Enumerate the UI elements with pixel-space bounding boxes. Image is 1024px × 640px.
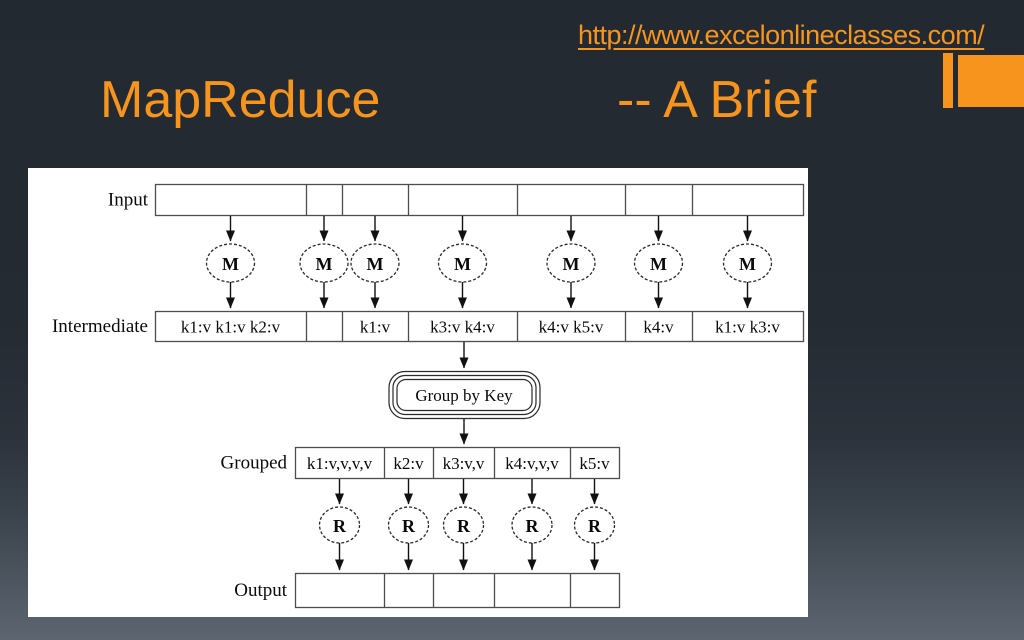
output-row-label: Output xyxy=(234,580,288,601)
mapper-node-label: M xyxy=(454,254,471,274)
page-subtitle: -- A Brief xyxy=(617,71,817,129)
group-by-key-box xyxy=(396,378,533,412)
mapper-node-icon xyxy=(437,243,488,283)
mapper-node-icon xyxy=(546,243,596,283)
website-link[interactable]: http://www.excelonlineclasses.com/ xyxy=(578,20,985,50)
mapper-node-icon xyxy=(350,243,400,283)
grouped-cell-value: k5:v xyxy=(579,454,610,473)
reducer-node-label: R xyxy=(588,516,602,536)
intermediate-row-label: Intermediate xyxy=(52,316,148,337)
accent-bar-icon xyxy=(943,53,953,108)
mapper-node-label: M xyxy=(739,254,756,274)
reducer-node-icon xyxy=(573,506,616,544)
grouped-cell-value: k4:v,v,v xyxy=(505,454,559,473)
intermediate-cell-value: k1:v k3:v xyxy=(715,318,780,337)
intermediate-row xyxy=(154,310,805,343)
reducer-node-label: R xyxy=(402,516,416,536)
page-title: MapReduce xyxy=(100,71,381,129)
grouped-row xyxy=(294,446,621,480)
reducer-node-label: R xyxy=(457,516,471,536)
intermediate-cell-value: k4:v xyxy=(643,318,674,337)
grouped-row-label: Grouped xyxy=(221,453,288,474)
accent-rectangle-icon xyxy=(958,55,1024,107)
intermediate-cell-value: k1:v xyxy=(360,318,391,337)
grouped-cell-value: k1:v,v,v,v xyxy=(307,454,373,473)
mapper-node-label: M xyxy=(650,254,667,274)
mapper-node-icon xyxy=(722,243,773,283)
mapper-node-icon xyxy=(633,243,684,283)
mapper-node-icon xyxy=(205,243,256,283)
reducer-node-icon xyxy=(511,506,553,544)
mapper-node-label: M xyxy=(367,254,384,274)
group-by-key-label: Group by Key xyxy=(415,386,513,405)
grouped-cell-value: k2:v xyxy=(393,454,424,473)
mapper-node-icon xyxy=(299,243,349,283)
reducer-node-icon xyxy=(442,506,485,544)
mapper-node-label: M xyxy=(222,254,239,274)
mapreduce-diagram: Input k1:v k1:v k2:v k1:v k3:v k4:v k4:v k5:… xyxy=(52,183,805,609)
reducer-node-label: R xyxy=(526,516,540,536)
mapper-node-label: M xyxy=(316,254,333,274)
intermediate-cell-value: k1:v k1:v k2:v xyxy=(181,318,281,337)
intermediate-cell-value: k3:v k4:v xyxy=(430,318,495,337)
input-row xyxy=(154,183,805,217)
mapper-node-label: M xyxy=(563,254,580,274)
reducer-node-label: R xyxy=(333,516,347,536)
grouped-cell-value: k3:v,v xyxy=(443,454,485,473)
group-by-key-box xyxy=(392,374,537,416)
output-row xyxy=(294,572,621,609)
group-by-key-box xyxy=(388,370,541,420)
reducer-node-icon xyxy=(387,506,430,544)
diagram-panel: Input k1:v k1:v k2:v k1:v k3:v k4:v k4:v k5:… xyxy=(28,168,808,617)
intermediate-cell-value: k4:v k5:v xyxy=(539,318,604,337)
reducer-node-icon xyxy=(318,506,361,544)
input-row-label: Input xyxy=(108,190,149,211)
